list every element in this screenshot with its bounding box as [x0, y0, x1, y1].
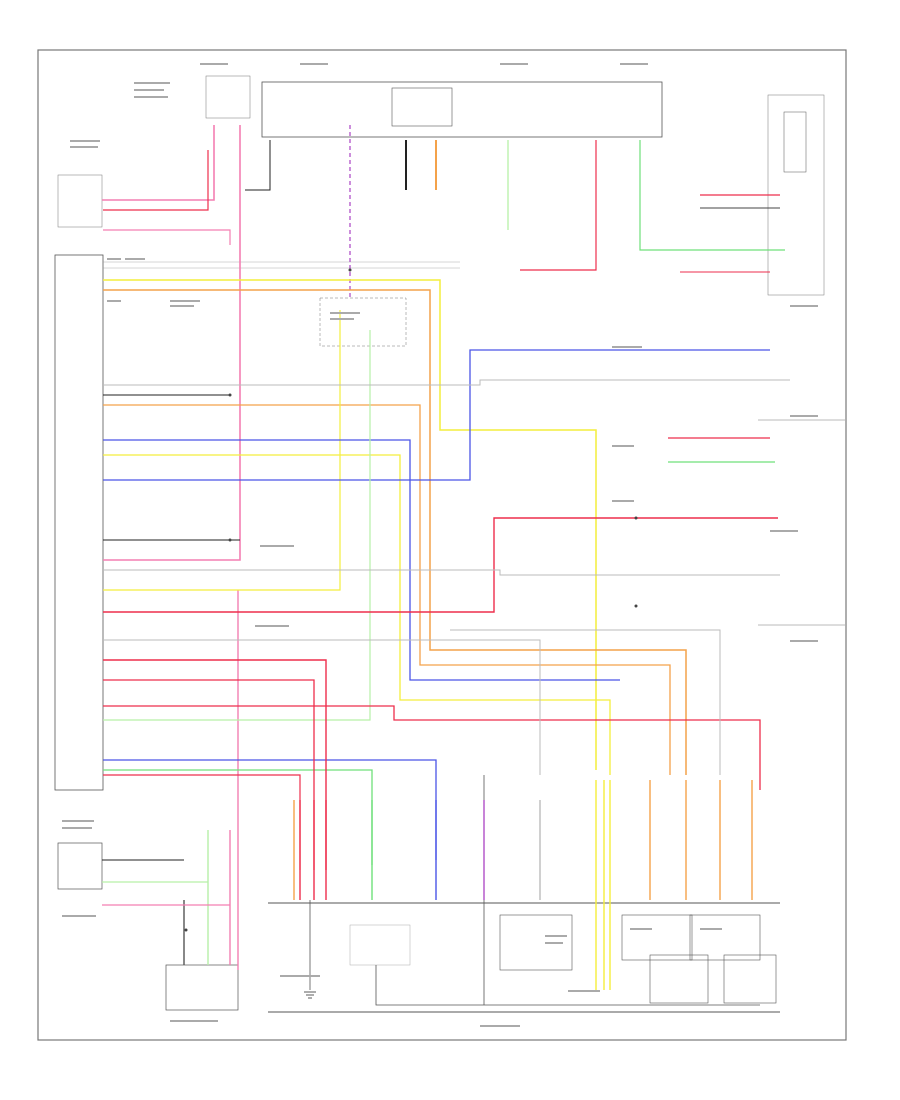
input-speed-sensor [57, 842, 103, 890]
wire-gray-2 [103, 569, 780, 576]
solenoid-box-1 [499, 914, 573, 971]
wire-orange-2 [103, 404, 671, 775]
wire-blue-1 [103, 439, 620, 681]
wire-gray-3 [103, 639, 541, 775]
connector-dots [184, 268, 638, 932]
diagram-frame [37, 49, 847, 1041]
fine-print-labels [62, 63, 818, 1027]
wire-red-side [103, 150, 209, 211]
top-left-switch [57, 174, 103, 228]
wire-gray-4 [450, 629, 721, 775]
wire-orange-1 [103, 289, 687, 775]
wire-red-5 [103, 774, 301, 870]
bottom-connector-stubs [183, 780, 753, 990]
wire-blue-2 [103, 349, 770, 481]
wire-pink-1 [102, 125, 215, 201]
wire-pink-2 [103, 125, 241, 561]
fuse-box [261, 81, 663, 138]
solenoid-box-3 [689, 914, 761, 961]
fuse-drops [405, 140, 509, 230]
relay-block [391, 87, 453, 127]
meter-inner [783, 111, 807, 173]
solenoid-box-5 [723, 954, 777, 1004]
wire-yellow-3 [103, 310, 341, 591]
temp-sensor-box [349, 924, 411, 966]
shift-switch [319, 297, 407, 347]
wire-gray-1 [103, 379, 790, 386]
wire-black-fuse-gnd [245, 140, 271, 191]
wire-red-1 [103, 517, 778, 613]
wire-red-4 [103, 705, 761, 790]
wire-pink-3 [103, 229, 231, 245]
output-speed-sensor [165, 964, 239, 1011]
wire-yellow-1 [103, 279, 597, 770]
fuse-block-left [205, 75, 251, 119]
wire-black-bottom [375, 965, 760, 1006]
solenoid-box-4 [649, 954, 709, 1004]
transmission-control-module [54, 254, 104, 791]
wire-green-2 [103, 330, 371, 721]
tcm-pin-ticks [103, 261, 460, 269]
wire-green-meter [639, 140, 785, 251]
wire-red-right [520, 140, 597, 271]
wire-yellow-2 [103, 454, 611, 775]
wire-red-2 [103, 659, 327, 870]
solenoid-box-2 [621, 914, 693, 961]
ground-symbol [304, 991, 316, 999]
